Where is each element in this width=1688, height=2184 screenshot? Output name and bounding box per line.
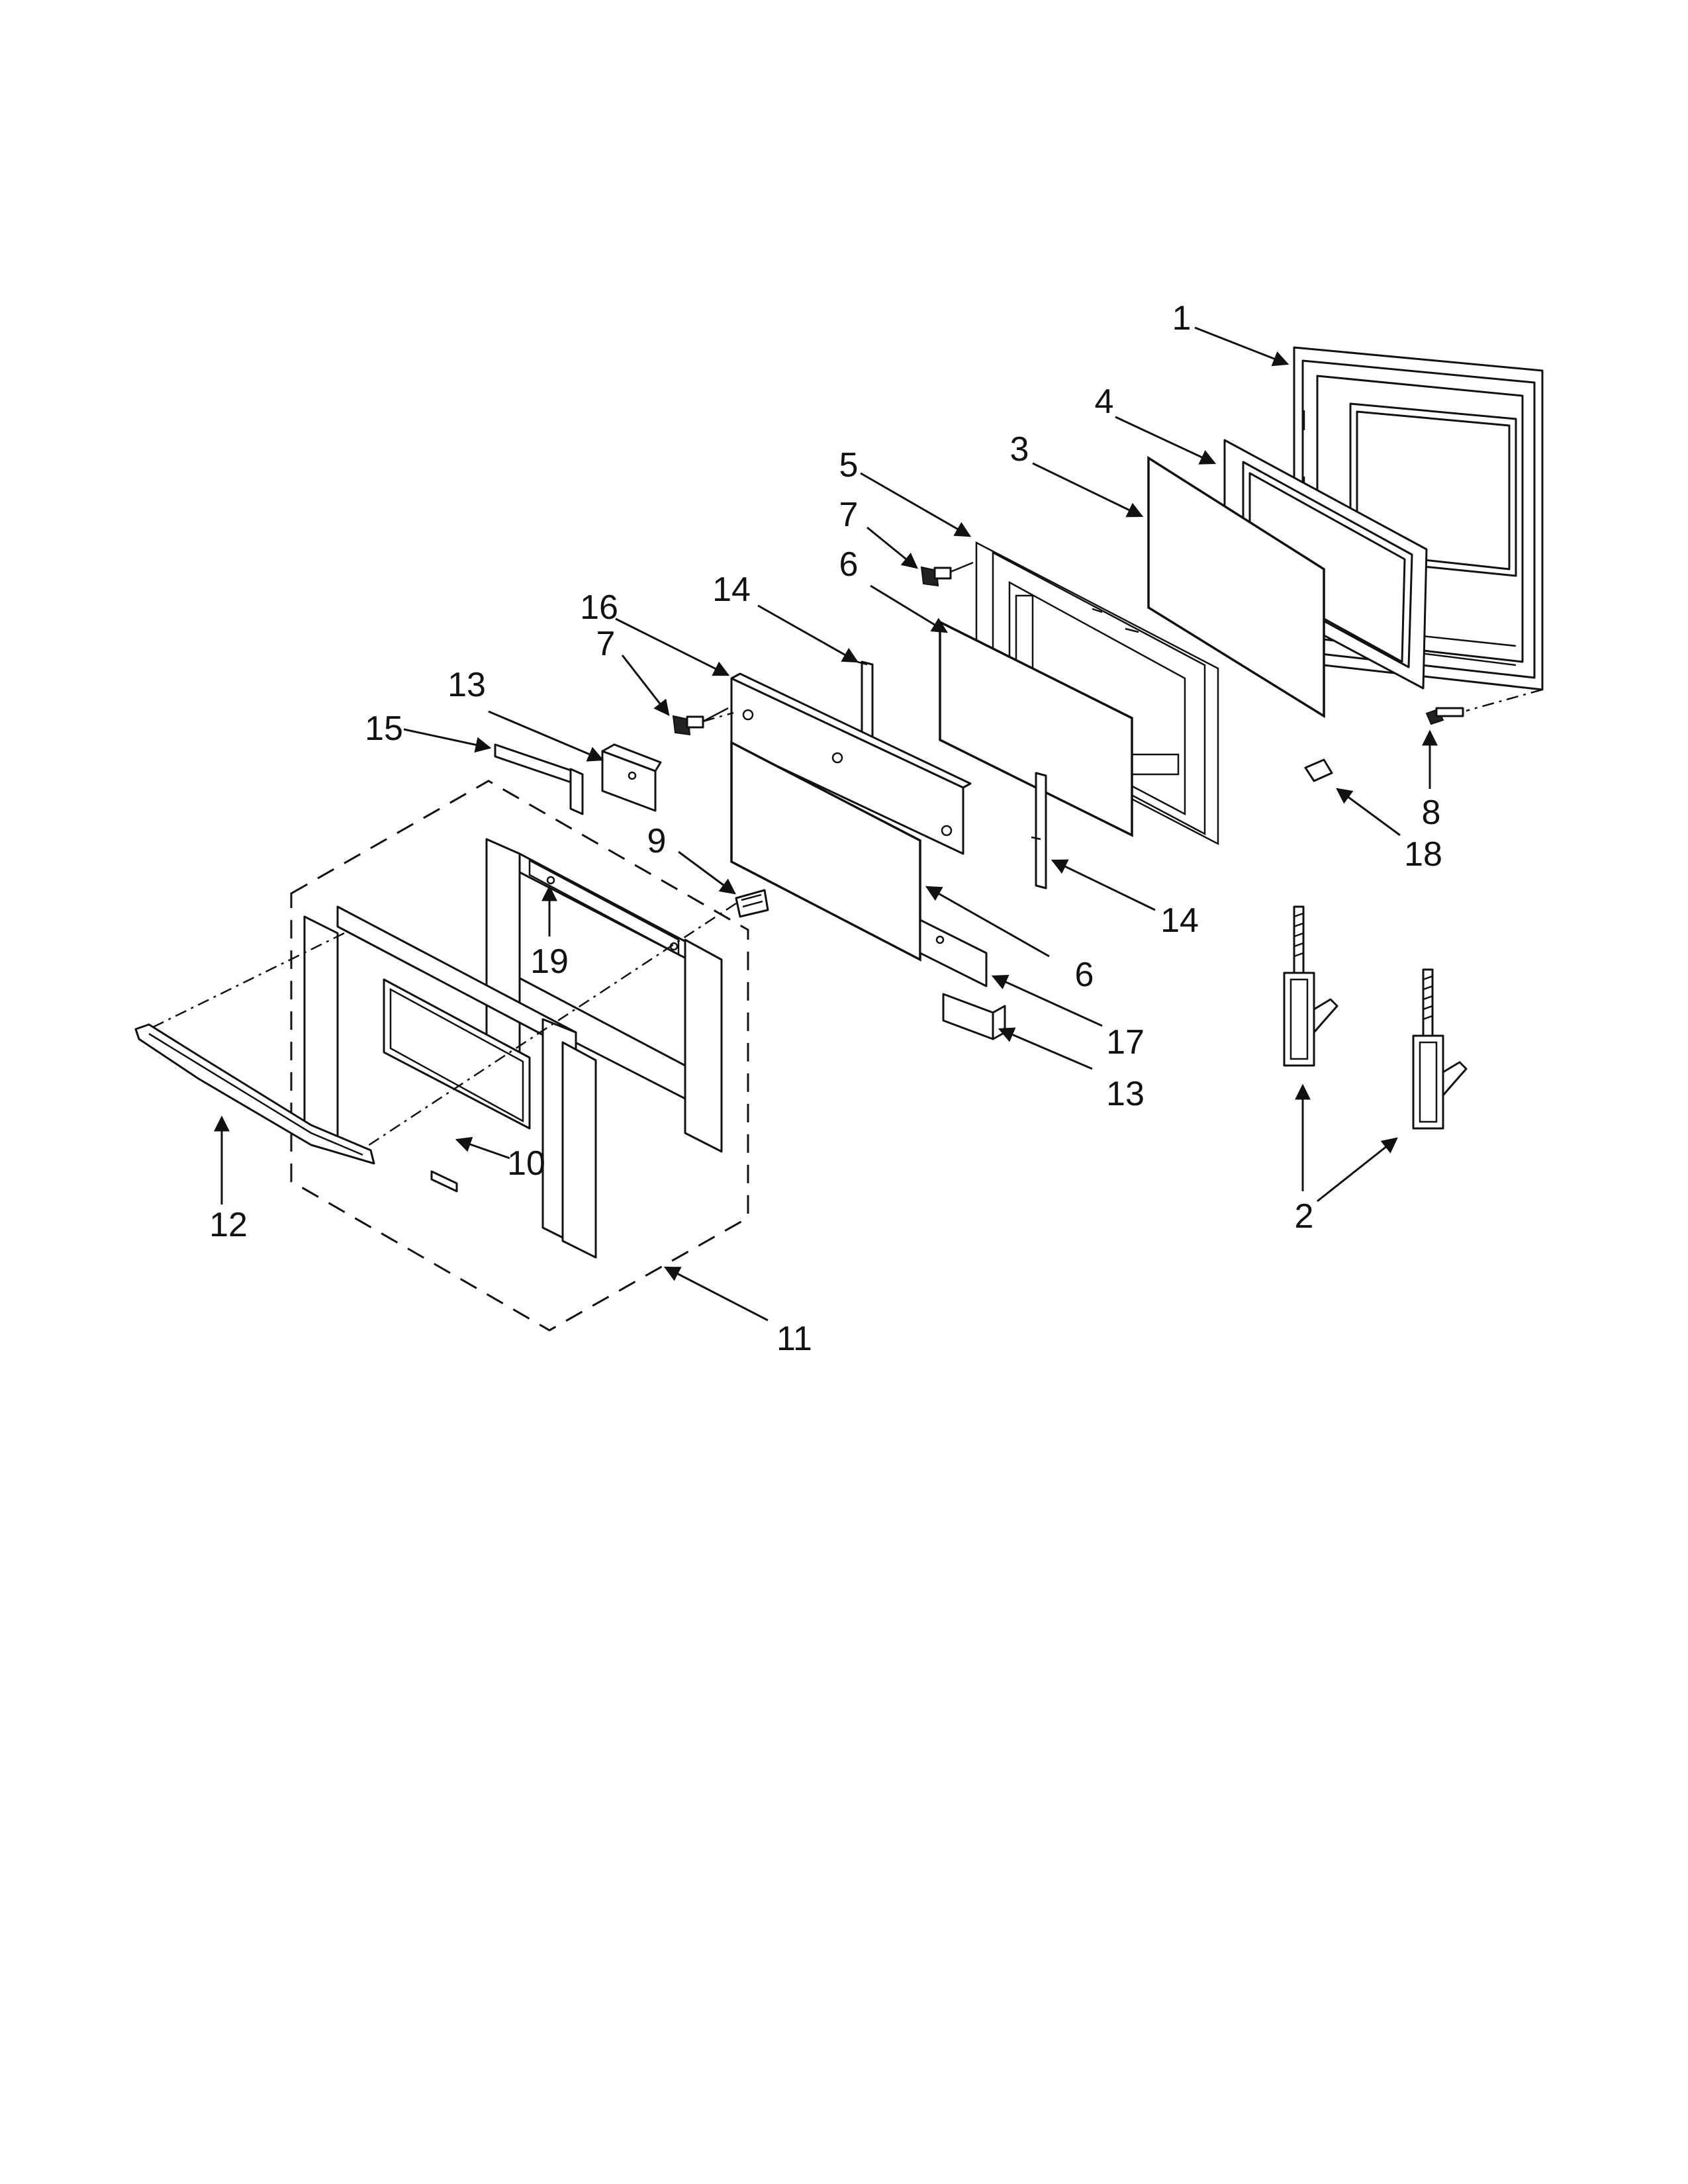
leader-lines [214,326,1438,1322]
part-9-bumper [735,889,769,918]
part-16-vent-channel [730,672,972,855]
part-7-screw-lower [672,707,729,736]
part-15-hinge-strip [494,743,584,815]
part-3-glass [1147,455,1325,719]
callout-5: 5 [839,446,859,484]
callout-9: 9 [647,822,667,860]
part-12-handle [134,1023,375,1165]
part-13-bracket-lower [942,993,1006,1040]
callout-8: 8 [1422,794,1441,832]
part-2-hinge-left [1283,905,1338,1067]
part-2-hinge-right [1412,968,1468,1130]
callout-14-upper: 14 [712,570,751,609]
callout-18: 18 [1404,835,1442,874]
part-13-bracket-upper [601,743,662,812]
callout-4: 4 [1095,383,1114,421]
callout-15: 15 [365,709,403,748]
callout-12: 12 [209,1206,248,1244]
callout-16: 16 [580,588,618,627]
callout-13-lower: 13 [1106,1075,1145,1113]
part-6-inner-glass-upper [939,620,1133,837]
part-14-retainer-lower [1031,772,1047,889]
part-6-inner-glass-lower [730,741,921,962]
callout-13-upper: 13 [447,666,486,704]
alignment-lines [148,688,1543,1150]
callout-7-lower: 7 [596,625,616,663]
callout-6-upper: 6 [839,545,859,584]
callout-2: 2 [1295,1197,1314,1236]
part-19-inner-panel [485,838,723,1153]
callout-11: 11 [776,1320,812,1358]
callout-14-lower: 14 [1160,901,1199,940]
callout-1: 1 [1172,299,1192,338]
part-10-outer-panel [303,905,597,1259]
callout-17: 17 [1106,1023,1145,1062]
part-11-door-assembly-outline [290,780,749,1332]
part-18-clip [1304,758,1333,782]
part-8-plug [1425,707,1464,725]
callout-6-lower: 6 [1075,956,1094,994]
callout-3: 3 [1010,430,1029,469]
part-7-screw-upper [920,561,974,587]
callout-19: 19 [530,942,569,981]
part-17-plate [919,919,988,987]
callout-10: 10 [507,1144,545,1183]
callout-labels: 1 4 3 5 7 6 14 16 7 13 15 9 19 14 6 17 1… [209,299,1442,1358]
callout-7-upper: 7 [839,496,859,534]
